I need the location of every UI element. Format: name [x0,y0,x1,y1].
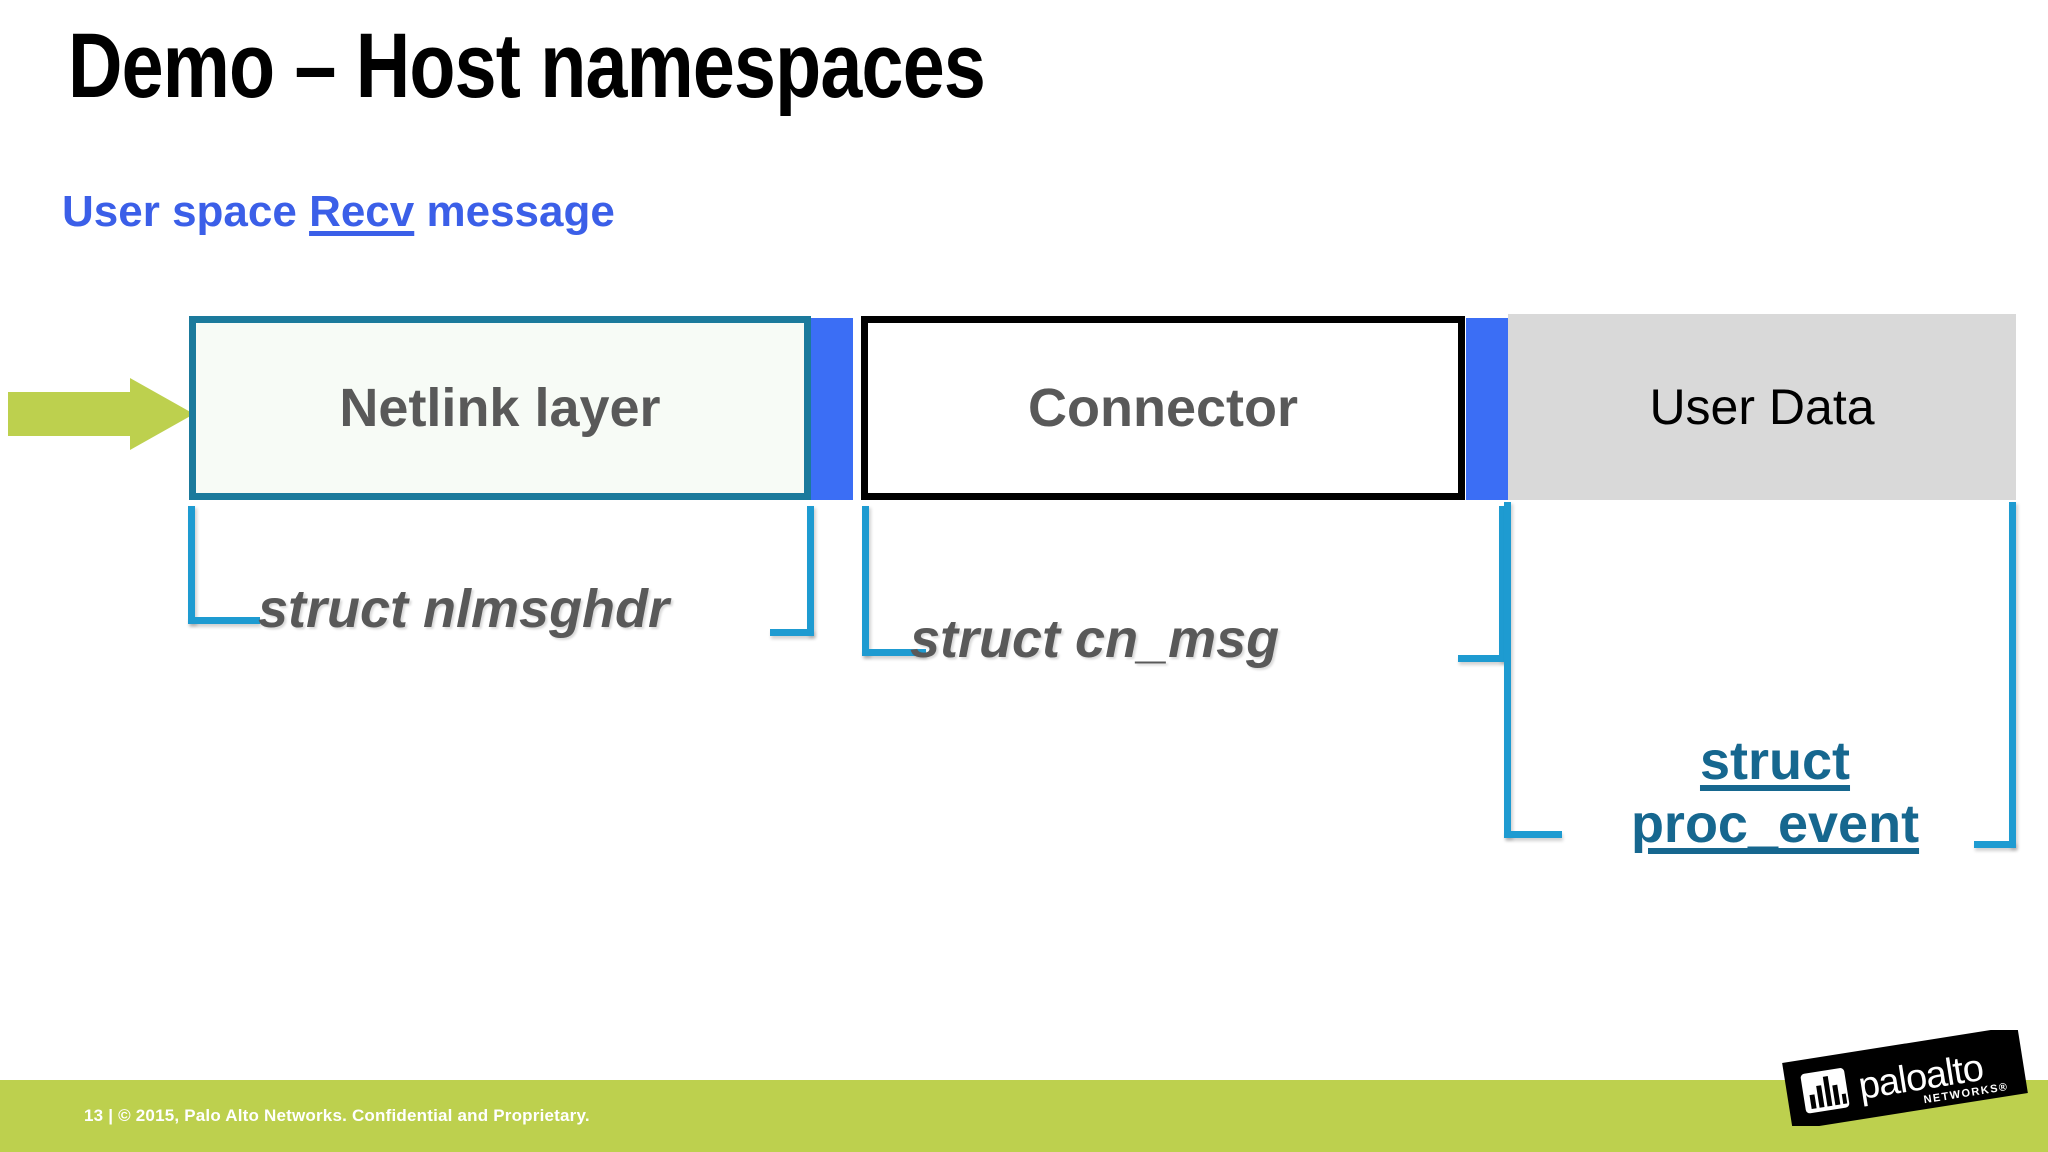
footer-bar: 13 | © 2015, Palo Alto Networks. Confide… [0,1080,2048,1152]
bracket-proc-event-right-bar [2009,502,2016,848]
caption-struct-nlmsghdr: struct nlmsghdr [258,579,670,639]
subtitle-part-after: message [414,187,615,236]
caption-struct-proc-event-line2: proc_event [1630,794,1920,855]
bracket-nlmsghdr-right-foot [770,629,814,636]
bracket-nlmsghdr-left-bar [188,506,195,624]
bracket-proc-event-right-foot [1974,841,2016,848]
separator-blue-2 [1466,318,1508,500]
bracket-nlmsghdr-left-foot [188,617,260,624]
block-user-data: User Data [1508,314,2016,500]
bracket-cn-msg-right-foot [1458,655,1506,662]
caption-struct-proc-event: struct proc_event [1580,730,1970,856]
block-netlink-layer-label: Netlink layer [339,378,661,438]
bracket-nlmsghdr [188,506,814,636]
caption-struct-proc-event-line1: struct [1699,731,1851,791]
inbound-message-arrow [8,378,194,450]
bracket-proc-event-left-bar [1504,502,1511,838]
bracket-proc-event [1504,502,2016,848]
block-connector: Connector [861,316,1465,500]
bracket-cn-msg-left-foot [862,649,926,656]
block-connector-label: Connector [1028,378,1298,438]
subtitle-emphasis-recv: Recv [309,187,415,236]
bracket-cn-msg-right-bar [1499,506,1506,662]
bracket-nlmsghdr-right-bar [807,506,814,636]
block-user-data-label: User Data [1649,379,1875,435]
separator-blue-1 [811,318,853,500]
bracket-cn-msg [862,506,1506,662]
bracket-cn-msg-left-bar [862,506,869,656]
subtitle-part-before: User space [62,187,310,236]
slide-subtitle: User space Recv message [62,190,615,234]
block-netlink-layer: Netlink layer [189,316,811,500]
footer-copyright-text: 13 | © 2015, Palo Alto Networks. Confide… [84,1106,590,1125]
bracket-proc-event-left-foot [1504,831,1562,838]
page-title: Demo – Host namespaces [68,15,986,117]
caption-struct-cn-msg: struct cn_msg [910,609,1280,669]
paloalto-networks-logo: paloalto NETWORKS® [1780,1025,2030,1131]
